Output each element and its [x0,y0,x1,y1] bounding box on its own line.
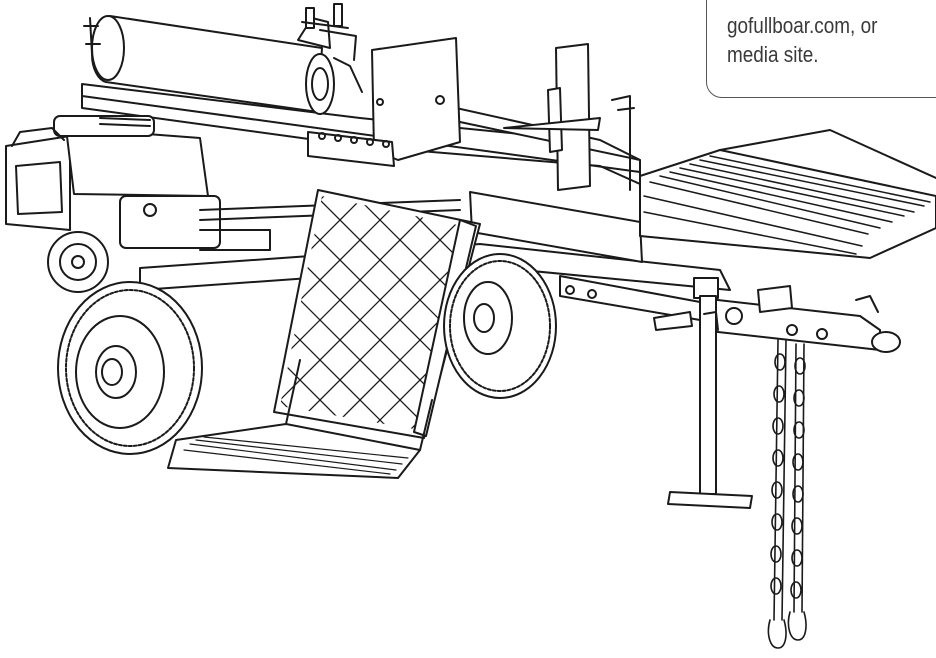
jack-stand [667,277,753,509]
callout-line-2: media site. [727,42,819,67]
flywheel [47,231,109,293]
foot-plate [167,359,433,479]
hydraulic-cylinder [83,3,363,115]
upright-plate [371,37,635,191]
right-wheel [443,253,557,399]
log-tray [639,129,936,259]
callout-line-1: gofullboar.com, or [727,13,878,38]
tow-hitch [653,285,901,353]
engine [5,115,271,251]
callout-box: gofullboar.com, or media site. [706,0,936,98]
safety-chains [767,339,807,649]
bolt-bracket [307,131,395,167]
left-wheel [57,281,203,455]
